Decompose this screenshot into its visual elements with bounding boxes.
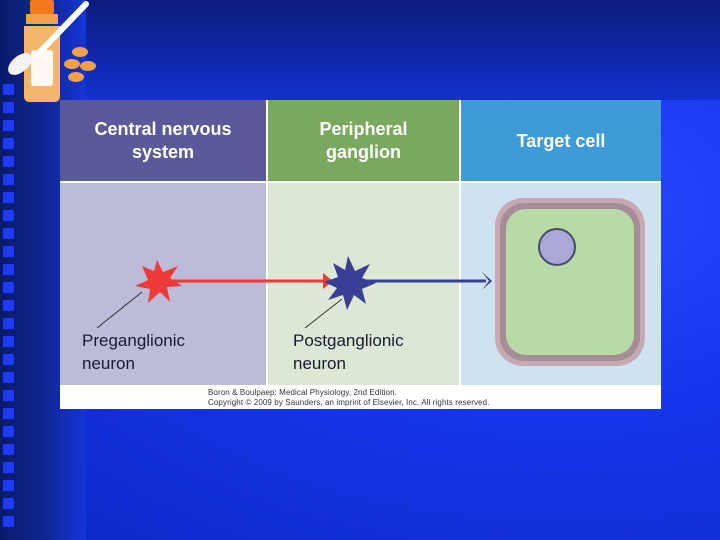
- pill-icon: [80, 61, 96, 71]
- postganglionic-neuron-body: [324, 256, 376, 310]
- ganglion-column-header: Peripheral ganglion: [319, 119, 408, 162]
- pill-icon: [64, 59, 80, 69]
- target-cell-cytoplasm: [506, 209, 634, 355]
- spoon-handle-icon: [37, 1, 89, 55]
- spoon-bowl-icon: [8, 53, 32, 75]
- top-band: [0, 0, 720, 100]
- ganglion-column-header-bg: [268, 100, 459, 181]
- medicine-bottle-spoon-pills-icon: [8, 0, 96, 102]
- preganglionic-neuron-label: Preganglionic neuron: [82, 331, 186, 373]
- target-column-header: Target cell: [516, 130, 606, 151]
- target-column-header-bg: [461, 100, 661, 181]
- pill-icon: [72, 47, 88, 57]
- target-cell-nucleus: [538, 228, 576, 266]
- bottle-cap-icon: [30, 0, 54, 14]
- cns-column-header: Central nervous system: [94, 119, 232, 162]
- postganglionic-pointer-line: [304, 298, 343, 329]
- copyright-credit: Boron & Boulpaep: Medical Physiology, 2n…: [208, 388, 490, 407]
- preganglionic-neuron-body: [135, 260, 182, 303]
- autonomic-pathway-diagram: Central nervous system Peripheral gangli…: [60, 100, 661, 409]
- bullet-column: [3, 84, 23, 534]
- pill-icon: [68, 72, 84, 82]
- postganglionic-terminal: [482, 272, 492, 290]
- diagram-graphics: [60, 100, 661, 385]
- cns-column-header-bg: [60, 100, 266, 181]
- preganglionic-pointer-line: [96, 291, 143, 329]
- postganglionic-neuron-label: Postganglionic neuron: [293, 331, 404, 373]
